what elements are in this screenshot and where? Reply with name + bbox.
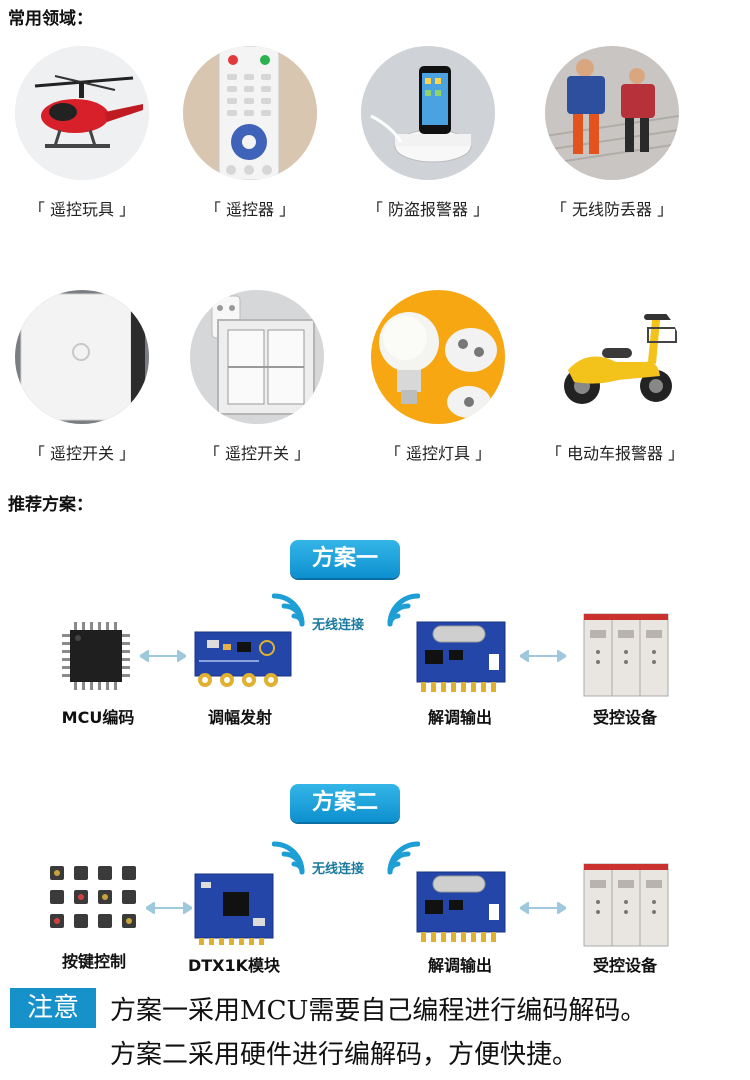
scheme1-step-label: MCU编码: [61, 708, 135, 727]
scheme2-step-label: 按键控制: [61, 952, 126, 971]
mcu-chip-icon: [62, 622, 130, 690]
app-item-antitheft-alarm: 「 防盗报警器 」: [343, 46, 513, 220]
remote-control-icon: [183, 46, 317, 180]
scheme1-step-label: 受控设备: [592, 708, 657, 727]
app-item-rc-switch-touch: 「 遥控开关 」: [0, 290, 167, 464]
scheme1-step-label: 解调输出: [427, 708, 492, 727]
receiver-module-icon: [416, 871, 506, 942]
bidirectional-arrow-icon: [140, 650, 186, 662]
scheme1-title-badge: 方案一: [290, 540, 400, 578]
wall-switch-icon: [190, 290, 324, 424]
note-line-1: 方案一采用MCU需要自己编程进行编码解码。: [110, 996, 647, 1026]
control-cabinet-icon: [583, 613, 669, 697]
app-label: 「 遥控开关 」: [28, 444, 136, 463]
wifi-left-icon: [272, 841, 305, 875]
app-label: 「 防盗报警器 」: [366, 200, 490, 219]
app-label: 「 遥控器 」: [204, 200, 296, 219]
wifi-left-icon: [272, 593, 305, 627]
wifi-right-icon: [387, 841, 420, 875]
scheme2-wireless-label: 无线连接: [312, 862, 365, 877]
note-badge: 注意: [10, 988, 96, 1028]
touch-switch-icon: [15, 290, 149, 424]
bidirectional-arrow-icon: [520, 650, 566, 662]
receiver-module-icon: [416, 621, 506, 692]
scheme1-step-label: 调幅发射: [207, 708, 272, 727]
dtx1k-module-icon: [194, 873, 274, 945]
scheme2-step-label: 受控设备: [592, 956, 657, 975]
app-label: 「 无线防丢器 」: [550, 200, 674, 219]
scheme1-wireless-label: 无线连接: [312, 618, 365, 633]
app-label: 「 遥控灯具 」: [384, 444, 492, 463]
scheme2-step-label: 解调输出: [427, 956, 492, 975]
app-item-ebike-alarm: 「 电动车报警器 」: [530, 290, 700, 464]
phone-dock-icon: [361, 46, 495, 180]
led-bulb-icon: [371, 290, 505, 424]
app-item-remote: 「 遥控器 」: [165, 46, 335, 220]
app-item-anti-lost: 「 无线防丢器 」: [527, 46, 697, 220]
wifi-right-icon: [387, 593, 420, 627]
section-title-schemes: 推荐方案：: [8, 495, 93, 515]
scheme2-step-label: DTX1K模块: [187, 956, 281, 975]
app-item-rc-lamp: 「 遥控灯具 」: [353, 290, 523, 464]
bidirectional-arrow-icon: [146, 902, 192, 914]
control-cabinet-icon: [583, 863, 669, 947]
app-label: 「 遥控开关 」: [203, 444, 311, 463]
bidirectional-arrow-icon: [520, 902, 566, 914]
app-item-rc-switch-wall: 「 遥控开关 」: [172, 290, 342, 464]
helicopter-icon: [15, 46, 149, 180]
section-title-applications: 常用领域：: [8, 9, 93, 29]
app-item-rc-toy: 「 遥控玩具 」: [0, 46, 167, 220]
electric-scooter-icon: [548, 290, 682, 424]
children-backpack-icon: [545, 46, 679, 180]
app-label: 「 电动车报警器 」: [545, 444, 685, 463]
scheme2-title-badge: 方案二: [290, 784, 400, 822]
am-transmitter-module-icon: [194, 631, 292, 687]
app-label: 「 遥控玩具 」: [28, 200, 136, 219]
note-line-2: 方案二采用硬件进行编解码，方便快捷。: [110, 1040, 579, 1070]
push-buttons-icon: [50, 866, 136, 928]
